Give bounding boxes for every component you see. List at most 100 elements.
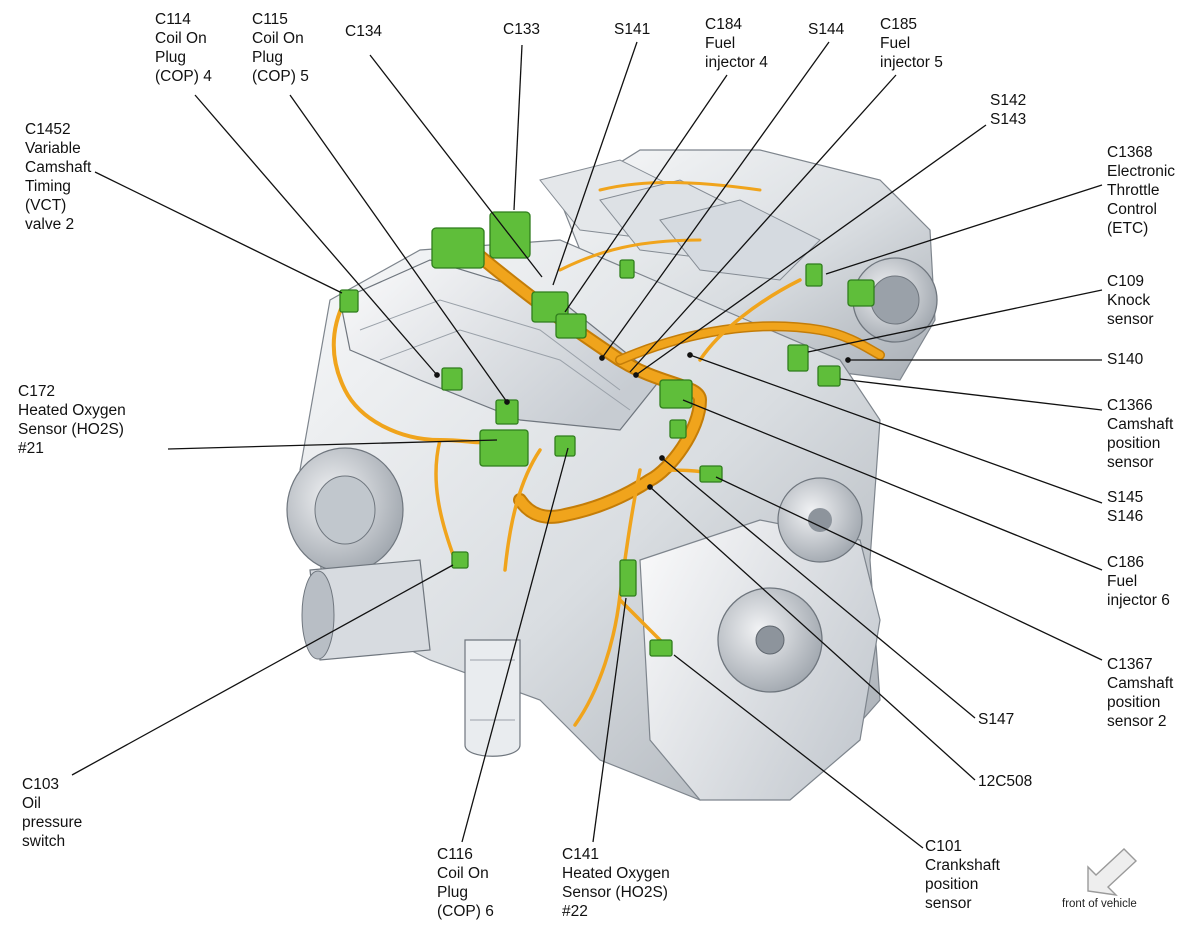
callout-line: #22 bbox=[562, 903, 588, 920]
callout-line: (COP) 5 bbox=[252, 68, 309, 85]
callout-line: Throttle bbox=[1107, 182, 1160, 199]
callout-line: Plug bbox=[252, 49, 284, 66]
callout-line: Fuel bbox=[705, 35, 736, 52]
callout-c185: C185 Fuel injector 5 bbox=[880, 15, 943, 72]
callout-line: Sensor (HO2S) bbox=[562, 884, 668, 901]
callout-line: valve 2 bbox=[25, 216, 75, 233]
callout-line: sensor bbox=[1107, 454, 1154, 471]
callout-s142-s143: S142 S143 bbox=[990, 91, 1026, 129]
callout-line: S145 bbox=[1107, 489, 1144, 506]
callout-line: Plug bbox=[437, 884, 469, 901]
callout-line: C185 bbox=[880, 16, 918, 33]
callout-line: Camshaft bbox=[1107, 675, 1174, 692]
callout-line: injector 6 bbox=[1107, 592, 1170, 609]
callout-c109: C109 Knock sensor bbox=[1107, 272, 1154, 329]
callout-line: Coil On bbox=[155, 30, 207, 47]
callout-c116: C116 Coil On Plug (COP) 6 bbox=[437, 845, 494, 921]
callout-c141: C141 Heated Oxygen Sensor (HO2S) #22 bbox=[562, 845, 670, 921]
callout-line: C1368 bbox=[1107, 144, 1153, 161]
callout-line: Fuel bbox=[880, 35, 911, 52]
callout-line: position bbox=[925, 876, 979, 893]
callout-line: Fuel bbox=[1107, 573, 1138, 590]
callout-line: Electronic bbox=[1107, 163, 1176, 180]
callout-line: C103 bbox=[22, 776, 60, 793]
callout-line: C114 bbox=[155, 11, 191, 28]
callout-c1368: C1368 Electronic Throttle Control (ETC) bbox=[1107, 143, 1175, 238]
callout-line: S146 bbox=[1107, 508, 1144, 525]
callout-s141: S141 bbox=[614, 20, 650, 39]
callout-line: Crankshaft bbox=[925, 857, 1000, 874]
callout-line: S147 bbox=[978, 711, 1015, 728]
callout-line: sensor 2 bbox=[1107, 713, 1167, 730]
callout-line: Coil On bbox=[437, 865, 489, 882]
callout-s140: S140 bbox=[1107, 350, 1143, 369]
callout-s145-s146: S145 S146 bbox=[1107, 488, 1143, 526]
callout-line: C1366 bbox=[1107, 397, 1153, 414]
callout-line: 12C508 bbox=[978, 773, 1033, 790]
callout-line: S140 bbox=[1107, 351, 1144, 368]
callout-line: (COP) 4 bbox=[155, 68, 212, 85]
callout-c134: C134 bbox=[345, 22, 382, 41]
callout-line: position bbox=[1107, 694, 1161, 711]
callout-line: Camshaft bbox=[1107, 416, 1174, 433]
callout-c1452: C1452 Variable Camshaft Timing (VCT) val… bbox=[25, 120, 91, 234]
callout-line: (COP) 6 bbox=[437, 903, 494, 920]
callout-line: C1452 bbox=[25, 121, 71, 138]
callout-s144: S144 bbox=[808, 20, 844, 39]
callout-line: Knock bbox=[1107, 292, 1151, 309]
callout-line: Heated Oxygen bbox=[562, 865, 670, 882]
callout-line: Control bbox=[1107, 201, 1157, 218]
engine-block bbox=[286, 149, 938, 801]
callout-line: sensor bbox=[925, 895, 972, 912]
callout-c114: C114 Coil On Plug (COP) 4 bbox=[155, 10, 212, 86]
callout-line: C172 bbox=[18, 383, 56, 400]
callout-line: Plug bbox=[155, 49, 187, 66]
callout-line: C116 bbox=[437, 846, 473, 863]
callout-line: Heated Oxygen bbox=[18, 402, 126, 419]
callout-s147: S147 bbox=[978, 710, 1014, 729]
callout-line: Sensor (HO2S) bbox=[18, 421, 124, 438]
callout-c103: C103 Oil pressure switch bbox=[22, 775, 82, 851]
callout-line: (VCT) bbox=[25, 197, 67, 214]
callout-line: C101 bbox=[925, 838, 963, 855]
callout-line: S143 bbox=[990, 111, 1027, 128]
orientation-label: front of vehicle bbox=[1062, 898, 1137, 910]
callout-line: S144 bbox=[808, 21, 845, 38]
callout-c101: C101 Crankshaft position sensor bbox=[925, 837, 1000, 913]
callout-line: switch bbox=[22, 833, 66, 850]
callout-line: C133 bbox=[503, 21, 541, 38]
connector-block-large bbox=[431, 227, 485, 269]
callout-line: (ETC) bbox=[1107, 220, 1149, 237]
callout-line: C1367 bbox=[1107, 656, 1153, 673]
callout-line: pressure bbox=[22, 814, 83, 831]
callout-line: position bbox=[1107, 435, 1161, 452]
callout-c115: C115 Coil On Plug (COP) 5 bbox=[252, 10, 309, 86]
callout-line: C186 bbox=[1107, 554, 1145, 571]
leader-lines bbox=[71, 41, 1103, 849]
callout-12c508: 12C508 bbox=[978, 772, 1032, 791]
callout-line: C184 bbox=[705, 16, 743, 33]
callout-c1367: C1367 Camshaft position sensor 2 bbox=[1107, 655, 1173, 731]
callout-c133: C133 bbox=[503, 20, 540, 39]
callout-line: Timing bbox=[25, 178, 71, 195]
callout-line: Camshaft bbox=[25, 159, 92, 176]
callout-line: S142 bbox=[990, 92, 1027, 109]
callout-line: C141 bbox=[562, 846, 600, 863]
callout-c172: C172 Heated Oxygen Sensor (HO2S) #21 bbox=[18, 382, 126, 458]
callout-line: injector 4 bbox=[705, 54, 768, 71]
direction-arrow-icon bbox=[1087, 848, 1138, 896]
callout-line: Variable bbox=[25, 140, 81, 157]
callout-line: Coil On bbox=[252, 30, 304, 47]
callout-line: C134 bbox=[345, 23, 383, 40]
callout-line: C115 bbox=[252, 11, 288, 28]
callout-line: sensor bbox=[1107, 311, 1154, 328]
callout-line: C109 bbox=[1107, 273, 1145, 290]
callout-line: Oil bbox=[22, 795, 41, 812]
callout-line: S141 bbox=[614, 21, 651, 38]
callout-line: injector 5 bbox=[880, 54, 943, 71]
callout-c1366: C1366 Camshaft position sensor bbox=[1107, 396, 1173, 472]
callout-line: #21 bbox=[18, 440, 44, 457]
callout-c184: C184 Fuel injector 4 bbox=[705, 15, 768, 72]
callout-c186: C186 Fuel injector 6 bbox=[1107, 553, 1170, 610]
